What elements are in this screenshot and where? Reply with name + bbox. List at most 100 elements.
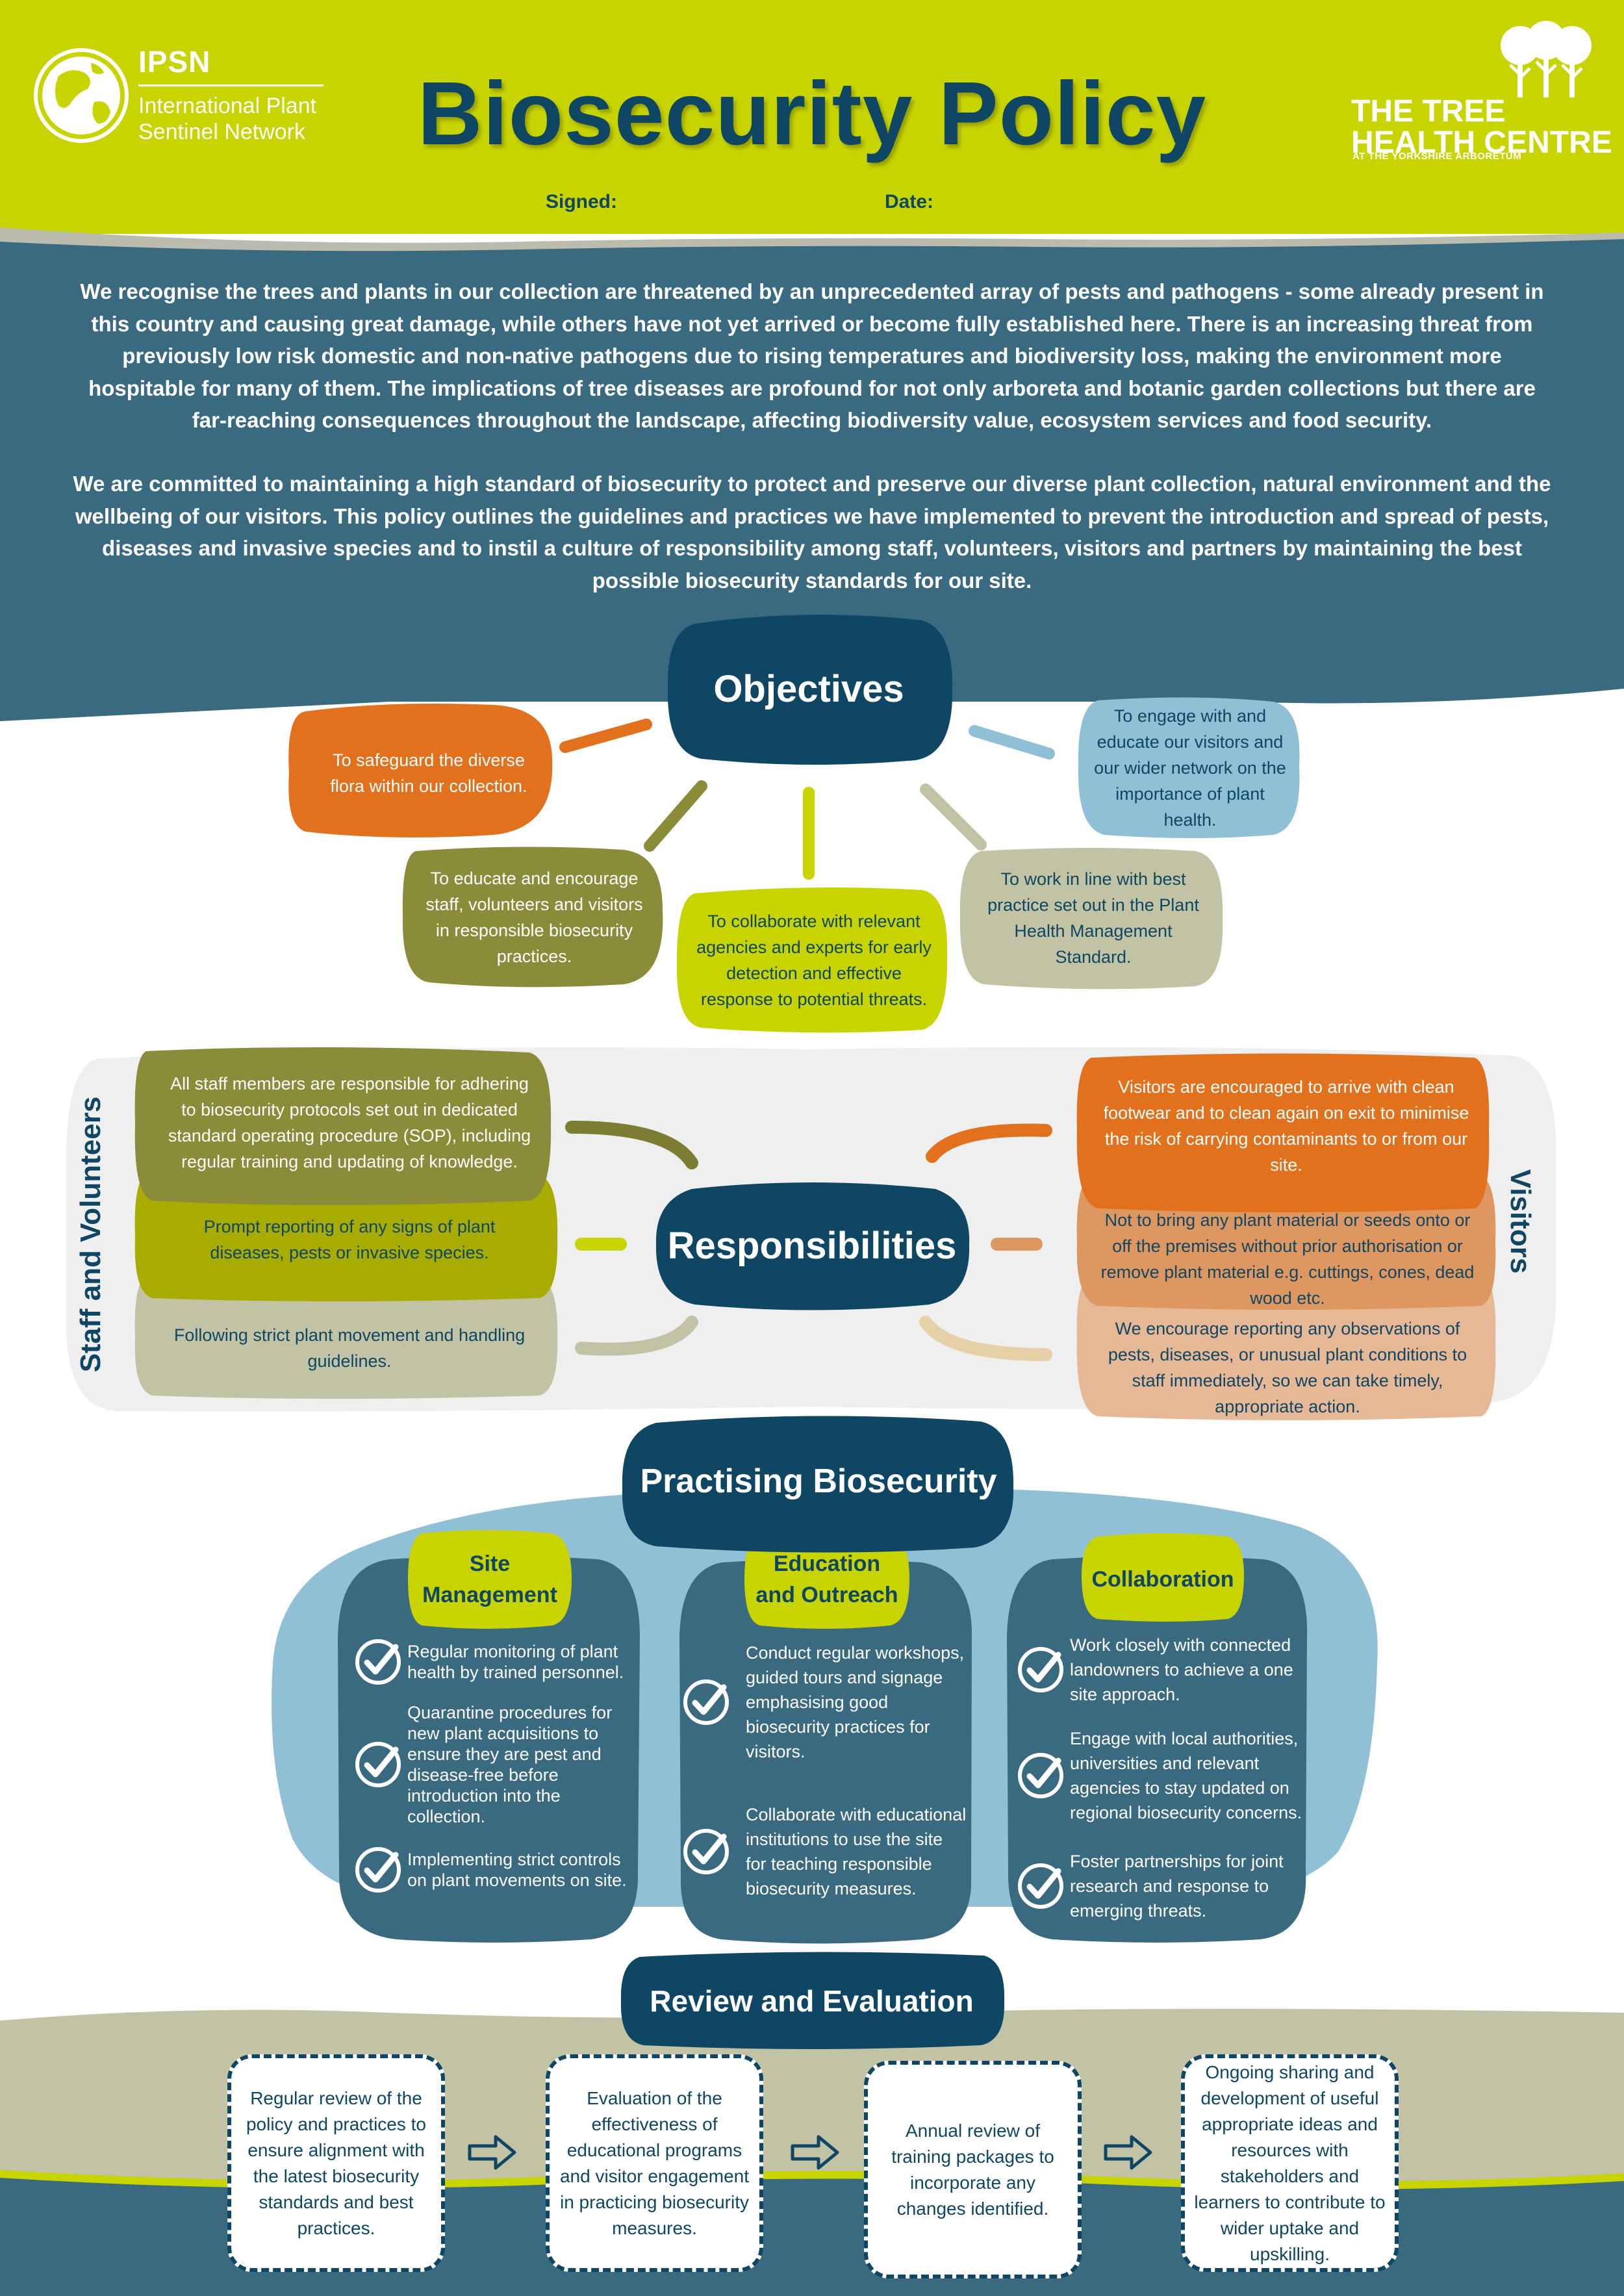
review-step-2: Evaluation of the effectiveness of educa… bbox=[546, 2054, 763, 2272]
education-item-1: Conduct regular workshops, guided tours … bbox=[746, 1643, 965, 1761]
tab-education-outreach: Education and Outreach bbox=[744, 1533, 909, 1626]
collaboration-item-2: Engage with local authorities, universit… bbox=[1070, 1728, 1302, 1822]
objective-connector-2 bbox=[644, 780, 707, 852]
tab-collaboration-line-1: Collaboration bbox=[1091, 1567, 1234, 1592]
ipsn-logo bbox=[32, 40, 338, 157]
objective-1: To safeguard the diverse flora within ou… bbox=[330, 750, 527, 796]
objective-connector-4 bbox=[920, 784, 987, 850]
tab-site-management-line-1: Site bbox=[469, 1551, 511, 1576]
site-management-item-2: Quarantine procedures for new plant acqu… bbox=[407, 1703, 613, 1826]
review-step-4: Ongoing sharing and development of usefu… bbox=[1181, 2054, 1399, 2272]
objective-4: To work in line with best practice set o… bbox=[987, 869, 1199, 967]
staff-connector-1 bbox=[565, 1121, 698, 1169]
column-collaboration-shape bbox=[1007, 1556, 1308, 1943]
collaboration-item-1: Work closely with connected landowners t… bbox=[1070, 1635, 1293, 1704]
column-education-shape bbox=[679, 1559, 972, 1944]
thc-name-line-2: HEALTH CENTRE bbox=[1351, 125, 1612, 160]
visitor-blob-1-shape bbox=[1076, 1053, 1490, 1212]
staff-responsibility-1: All staff members are responsible for ad… bbox=[168, 1074, 531, 1171]
outline-arrow-right-icon bbox=[1104, 2135, 1152, 2170]
thc-name: THE TREE HEALTH CENTRE bbox=[1351, 96, 1612, 159]
review-step-1: Regular review of the policy and practic… bbox=[227, 2054, 445, 2272]
visitors-label: Visitors bbox=[1504, 1169, 1536, 1274]
visitor-responsibility-3: We encourage reporting any observations … bbox=[1108, 1319, 1467, 1416]
objectives-title-bubble bbox=[667, 615, 953, 765]
check-circle-icon bbox=[1018, 1647, 1063, 1692]
list-item: Foster partnerships for joint research a… bbox=[1017, 1845, 1309, 1926]
check-circle-icon bbox=[683, 1679, 729, 1725]
list-item: Conduct regular workshops, guided tours … bbox=[682, 1637, 968, 1767]
review-title: Review and Evaluation bbox=[650, 1984, 974, 2018]
objective-blob-3-shape bbox=[676, 887, 948, 1033]
tab-education-line-1: Education bbox=[773, 1551, 881, 1576]
objective-blob-5-shape bbox=[1078, 697, 1300, 838]
tab-site-management-line-2: Management bbox=[422, 1583, 557, 1607]
check-circle-icon bbox=[1018, 1752, 1063, 1798]
visitor-connector-3 bbox=[919, 1316, 1052, 1361]
objective-blob-1-shape bbox=[288, 703, 553, 837]
intro-paragraph-1: We recognise the trees and plants in our… bbox=[80, 279, 1544, 432]
collaboration-item-3: Foster partnerships for joint research a… bbox=[1070, 1851, 1284, 1920]
list-item: Work closely with connected landowners t… bbox=[1017, 1631, 1309, 1709]
ipsn-rule bbox=[138, 84, 324, 86]
tab-education-shape bbox=[744, 1530, 909, 1629]
list-item: Engage with local authorities, universit… bbox=[1017, 1715, 1309, 1835]
staff-blob-1-shape bbox=[134, 1047, 552, 1205]
check-circle-icon bbox=[1018, 1863, 1063, 1909]
staff-connector-3 bbox=[575, 1316, 698, 1356]
list-item: Quarantine procedures for new plant acqu… bbox=[354, 1702, 630, 1827]
header-band bbox=[0, 0, 1624, 234]
objectives-title: Objectives bbox=[713, 667, 904, 710]
check-circle-icon bbox=[355, 1639, 401, 1685]
objective-connector-5 bbox=[969, 725, 1055, 759]
responsibilities-title-bubble bbox=[655, 1182, 970, 1310]
visitor-responsibility-2: Not to bring any plant material or seeds… bbox=[1100, 1210, 1475, 1308]
tab-collaboration: Collaboration bbox=[1082, 1537, 1244, 1622]
objective-5: To engage with and educate our visitors … bbox=[1094, 706, 1286, 830]
review-step-3: Annual review of training packages to in… bbox=[864, 2061, 1082, 2278]
ipsn-abbreviation: IPSN bbox=[138, 45, 211, 79]
tab-collaboration-shape bbox=[1082, 1533, 1244, 1622]
staff-blob-3-shape bbox=[134, 1273, 558, 1399]
list-item: Implementing strict controls on plant mo… bbox=[354, 1842, 630, 1897]
check-circle-icon bbox=[355, 1742, 401, 1787]
list-item: Collaborate with educational institution… bbox=[682, 1787, 968, 1917]
practising-title: Practising Biosecurity bbox=[640, 1462, 997, 1500]
tab-education-line-2: and Outreach bbox=[755, 1583, 898, 1607]
objective-2: To educate and encourage staff, voluntee… bbox=[425, 869, 643, 966]
visitor-connector-1 bbox=[926, 1123, 1052, 1163]
signed-label: Signed: bbox=[546, 191, 617, 212]
outline-arrow-right-icon bbox=[468, 2135, 516, 2170]
check-circle-icon bbox=[683, 1829, 729, 1874]
site-management-item-1: Regular monitoring of plant health by tr… bbox=[407, 1641, 624, 1682]
ipsn-wordmark: IPSN International Plant Sentinel Networ… bbox=[138, 44, 324, 145]
header-wave-edge bbox=[0, 227, 1624, 253]
thc-name-line-1: THE TREE bbox=[1351, 94, 1506, 129]
trees-icon bbox=[1501, 21, 1592, 97]
responsibilities-title: Responsibilities bbox=[667, 1224, 957, 1267]
staff-responsibility-2: Prompt reporting of any signs of plant d… bbox=[203, 1217, 496, 1262]
date-label: Date: bbox=[885, 191, 934, 212]
visitor-responsibility-1: Visitors are encouraged to arrive with c… bbox=[1103, 1077, 1469, 1175]
review-title-bubble bbox=[620, 1952, 1005, 2049]
list-item: Regular monitoring of plant health by tr… bbox=[354, 1634, 630, 1689]
objective-connector-1 bbox=[559, 719, 652, 753]
staff-volunteers-label: Staff and Volunteers bbox=[75, 1096, 107, 1373]
education-item-2: Collaborate with educational institution… bbox=[746, 1805, 967, 1898]
column-site-management-shape bbox=[338, 1556, 640, 1943]
intro-band bbox=[0, 239, 1624, 721]
tab-site-management-shape bbox=[408, 1530, 572, 1629]
globe-icon bbox=[34, 48, 129, 143]
practising-title-bubble bbox=[622, 1416, 1014, 1553]
ipsn-name-line-1: International Plant bbox=[138, 94, 317, 118]
intro-paragraph-2: We are committed to maintaining a high s… bbox=[73, 472, 1551, 593]
outline-arrow-right-icon bbox=[791, 2135, 839, 2170]
tree-health-centre-logo: THE TREE HEALTH CENTRE AT THE YORKSHIRE … bbox=[1351, 19, 1612, 162]
staff-responsibility-3: Following strict plant movement and hand… bbox=[173, 1325, 526, 1371]
objective-3: To collaborate with relevant agencies an… bbox=[696, 912, 932, 1009]
objective-blob-2-shape bbox=[402, 847, 663, 988]
check-circle-icon bbox=[355, 1846, 401, 1893]
page-title: Biosecurity Policy bbox=[417, 64, 1207, 164]
ipsn-name-line-2: Sentinel Network bbox=[138, 120, 306, 144]
